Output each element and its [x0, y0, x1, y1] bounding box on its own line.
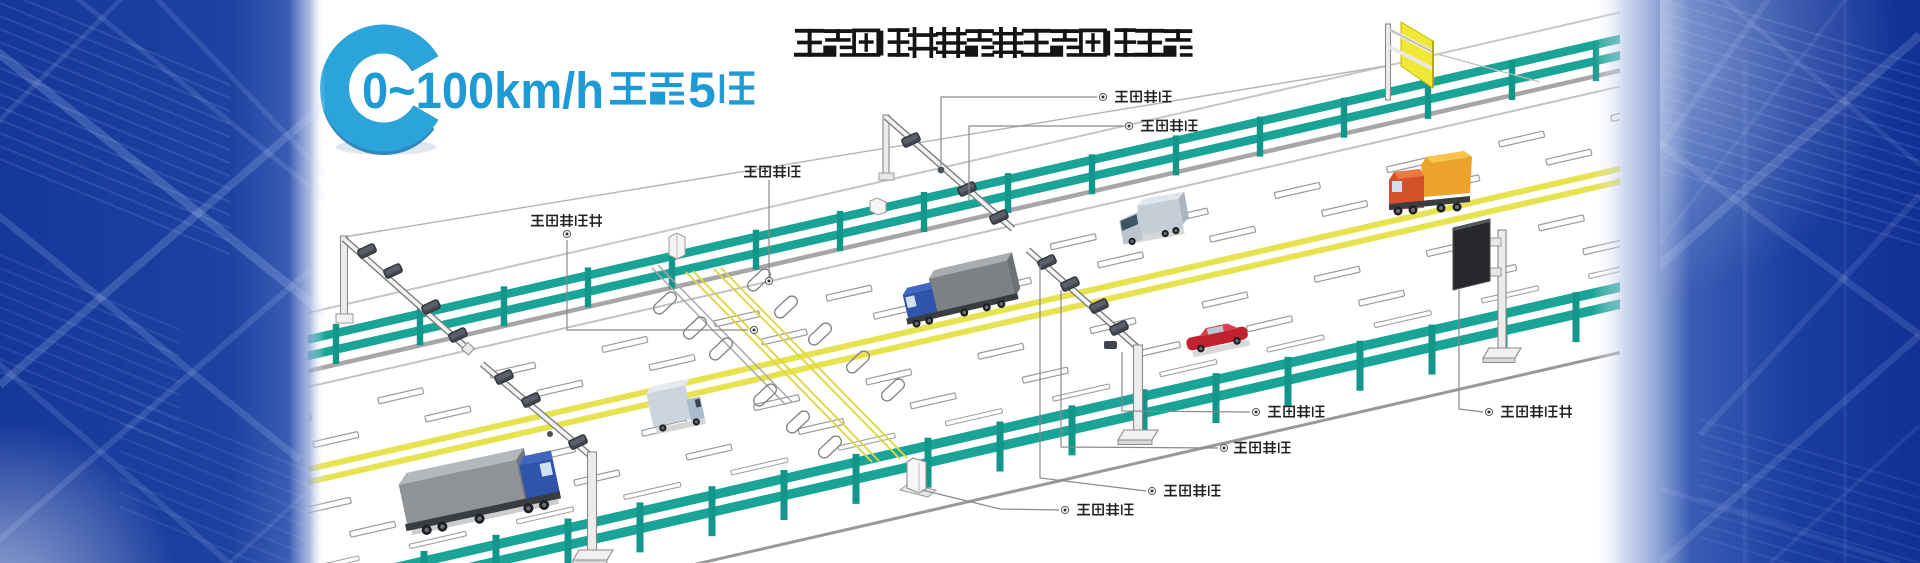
svg-text:0~100km/h: 0~100km/h [362, 62, 604, 119]
svg-text:5: 5 [688, 62, 716, 118]
